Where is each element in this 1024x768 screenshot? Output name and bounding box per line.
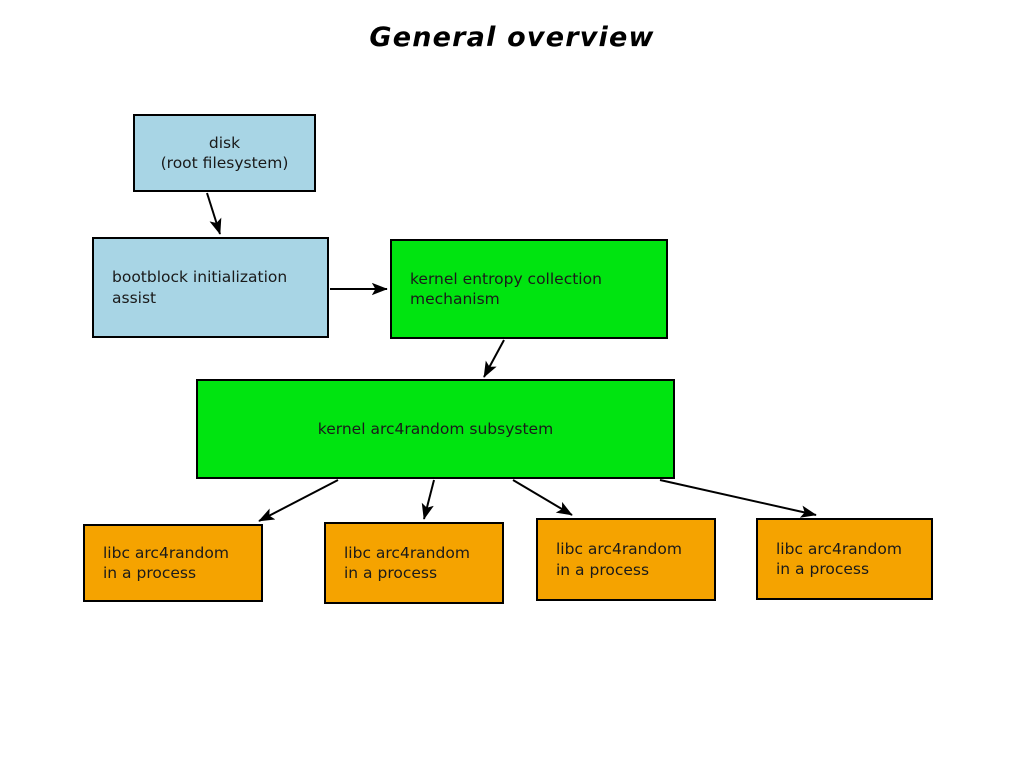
edge-disk-to-bootblock (206, 192, 222, 235)
edge-arc4random-to-process-1 (258, 479, 339, 522)
edge-entropy-to-arc4random (483, 339, 505, 378)
node-label: kernel arc4random subsystem (317, 419, 554, 438)
node-label: libc arc4random in a process (103, 543, 229, 582)
node-label: libc arc4random in a process (776, 539, 902, 578)
node-libc-process-3[interactable]: libc arc4random in a process (536, 518, 716, 601)
page-title: General overview (369, 22, 655, 53)
node-kernel-entropy[interactable]: kernel entropy collection mechanism (390, 239, 668, 339)
node-bootblock[interactable]: bootblock initialization assist (92, 237, 329, 338)
edge-arc4random-to-process-2 (421, 479, 435, 520)
node-libc-process-4[interactable]: libc arc4random in a process (756, 518, 933, 600)
node-disk[interactable]: disk (root filesystem) (133, 114, 316, 192)
edge-arc4random-to-process-4 (659, 479, 817, 518)
edge-arc4random-to-process-3 (512, 479, 573, 516)
node-label: bootblock initialization assist (112, 268, 288, 307)
node-label: libc arc4random in a process (344, 543, 470, 582)
node-label: kernel entropy collection mechanism (410, 269, 602, 308)
node-libc-process-1[interactable]: libc arc4random in a process (83, 524, 263, 602)
node-kernel-arc4random[interactable]: kernel arc4random subsystem (196, 379, 675, 479)
node-label: libc arc4random in a process (556, 540, 682, 579)
node-libc-process-2[interactable]: libc arc4random in a process (324, 522, 504, 604)
node-label: disk (root filesystem) (160, 133, 289, 172)
